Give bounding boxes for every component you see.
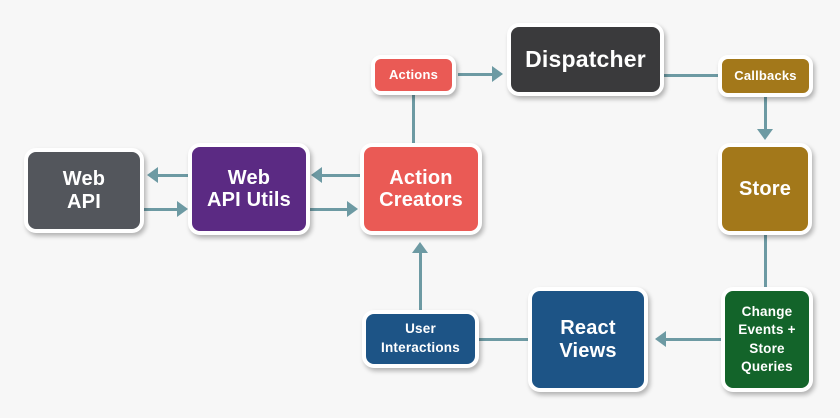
node-actions-label: Actions [388, 66, 439, 82]
node-callbacks-label: Callbacks [734, 67, 797, 83]
node-actions[interactable]: Actions [371, 55, 456, 95]
connector-user-interactions-to-action-creators [419, 252, 422, 311]
connector-actions-to-dispatcher [458, 73, 493, 76]
arrowhead-change-events-to-react-views [655, 331, 666, 347]
connector-web-api-utils-to-web-api [158, 174, 192, 177]
connector-action-creators-to-actions [412, 95, 415, 144]
connector-web-api-utils-to-action-creators [310, 208, 348, 211]
arrowhead-web-api-to-web-api-utils [177, 201, 188, 217]
connector-dispatcher-to-callbacks [664, 74, 720, 77]
connector-callbacks-to-store [764, 97, 767, 132]
arrowhead-user-interactions-to-action-creators [412, 242, 428, 253]
node-dispatcher-label: Dispatcher [525, 45, 646, 72]
arrowhead-actions-to-dispatcher [492, 66, 503, 82]
node-store[interactable]: Store [718, 143, 812, 235]
connector-react-views-to-user-interactions [479, 338, 529, 341]
connector-change-events-to-react-views [666, 338, 722, 341]
node-callbacks[interactable]: Callbacks [718, 55, 813, 97]
connector-store-to-change-events [764, 235, 767, 288]
arrowhead-web-api-utils-to-action-creators [347, 201, 358, 217]
arrowhead-action-creators-to-web-api-utils [311, 167, 322, 183]
node-store-label: Store [738, 177, 792, 200]
arrowhead-callbacks-to-store [757, 129, 773, 140]
node-dispatcher[interactable]: Dispatcher [507, 23, 664, 96]
connector-action-creators-to-web-api-utils [322, 174, 362, 177]
arrowhead-web-api-utils-to-web-api [147, 167, 158, 183]
connector-web-api-to-web-api-utils [144, 208, 178, 211]
